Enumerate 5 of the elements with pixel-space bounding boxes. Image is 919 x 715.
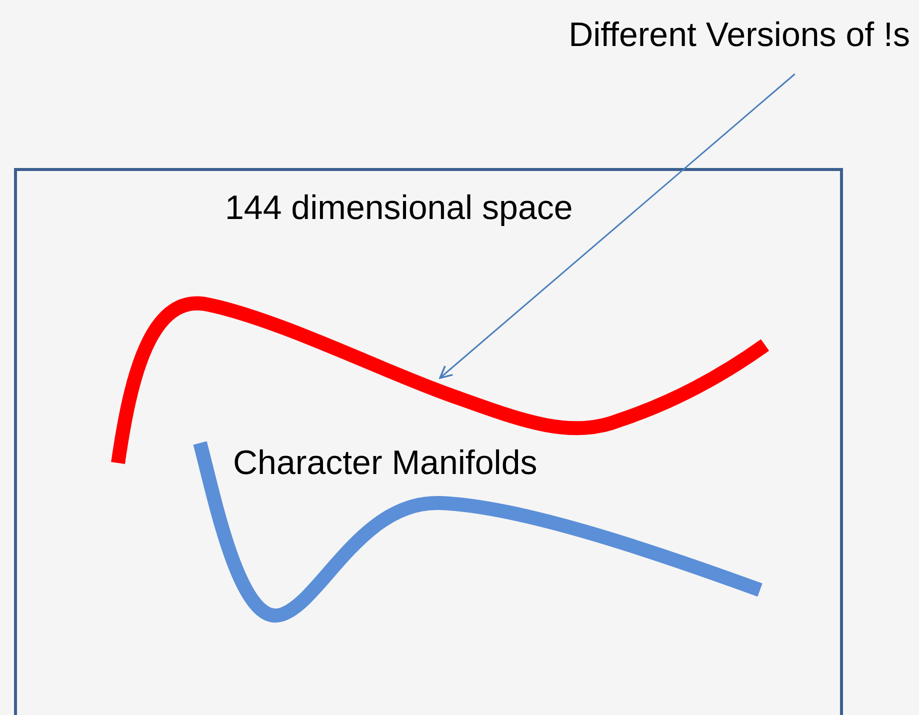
manifold-label: Character Manifolds bbox=[233, 443, 538, 484]
space-frame bbox=[14, 168, 843, 715]
annotation-text: Different Versions of !s bbox=[462, 12, 910, 62]
leader-arrow bbox=[439, 73, 796, 379]
frame-title: 144 dimensional space bbox=[225, 188, 573, 229]
